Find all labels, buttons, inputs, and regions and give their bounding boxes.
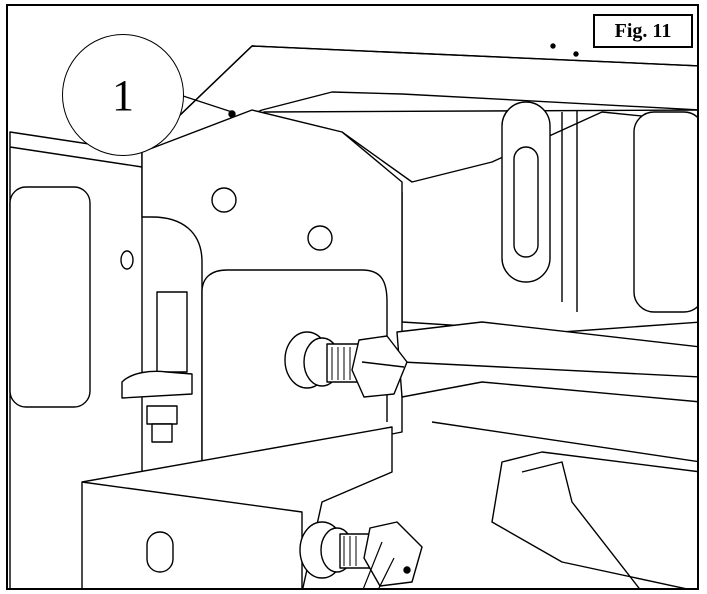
callout-balloon: 1 (62, 34, 184, 156)
callout-number: 1 (112, 70, 134, 120)
lower-bracket (81, 426, 393, 588)
hex-bolt-head (351, 335, 408, 398)
lower-slot (146, 531, 174, 573)
hex-nut (146, 405, 178, 425)
callout-leader (176, 93, 233, 113)
technical-drawing (9, 43, 697, 588)
right-lower-part (491, 451, 697, 588)
bracket-plate (141, 109, 403, 473)
horizontal-tube (396, 321, 697, 463)
figure-label-text: Fig. 11 (614, 19, 672, 42)
mount-hole-2 (307, 225, 333, 251)
mount-hole-1 (211, 187, 237, 213)
upper-bolt-assembly (284, 331, 408, 398)
figure-frame: 1 Fig. 11 (6, 4, 699, 590)
lower-bolt-assembly (299, 521, 423, 588)
left-side-panel (9, 131, 193, 588)
figure-label: Fig. 11 (593, 14, 693, 48)
